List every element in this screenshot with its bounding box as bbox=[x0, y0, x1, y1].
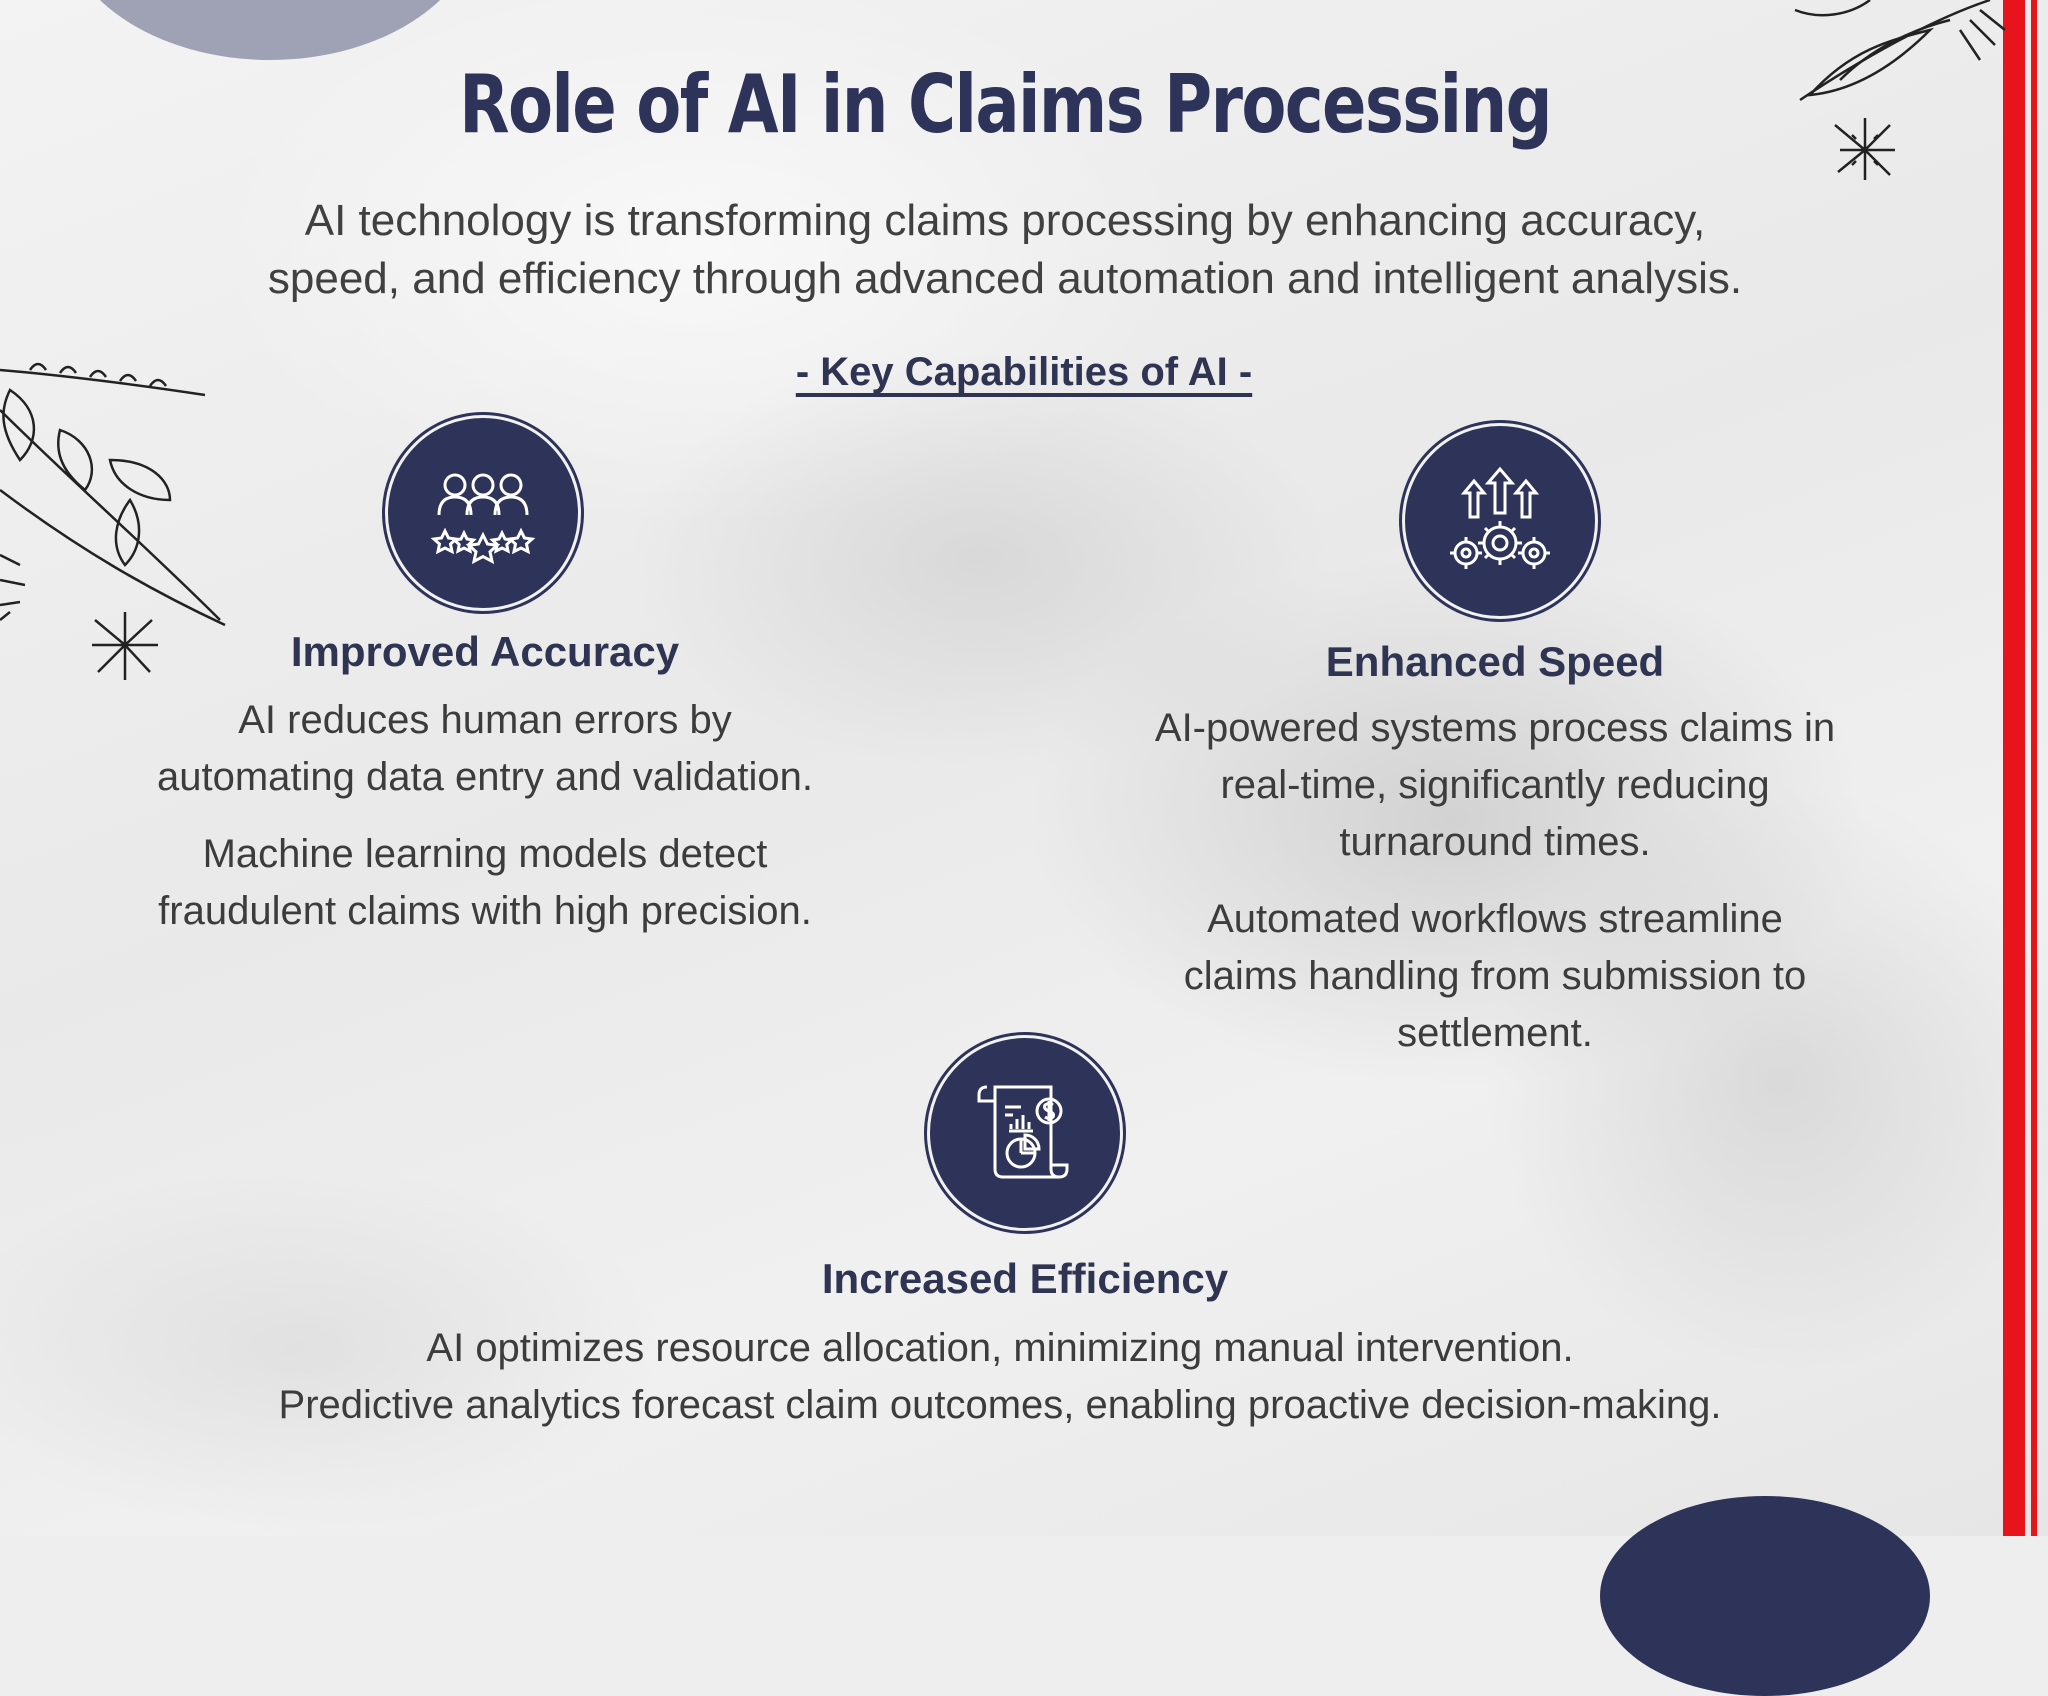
subtitle-line: AI technology is transforming claims pro… bbox=[304, 196, 1706, 245]
section-heading: - Key Capabilities of AI - bbox=[0, 350, 2048, 395]
textured-background bbox=[0, 0, 2048, 1536]
subtitle-line: speed, and efficiency through advanced a… bbox=[267, 254, 1743, 303]
gears-arrows-icon bbox=[1450, 466, 1550, 569]
capability-title-speed: Enhanced Speed bbox=[1325, 638, 1665, 685]
page-subtitle: AI technology is transforming claims pro… bbox=[150, 192, 1860, 308]
capability-text-efficiency: AI optimizes resource allocation, minimi… bbox=[80, 1320, 1920, 1434]
capability-text-speed: AI-powered systems process claims in rea… bbox=[1030, 700, 1960, 1082]
red-edge-bar bbox=[2003, 0, 2025, 1536]
people-rating-icon bbox=[430, 473, 536, 565]
red-edge-line bbox=[2031, 0, 2037, 1536]
capability-line: AI optimizes resource allocation, minimi… bbox=[426, 1326, 1574, 1370]
financial-report-icon bbox=[977, 1085, 1069, 1179]
capability-line: Predictive analytics forecast claim outc… bbox=[278, 1383, 1722, 1427]
botanical-sketch-left bbox=[0, 362, 226, 680]
section-heading-text: - Key Capabilities of AI - bbox=[795, 350, 1253, 394]
capability-paragraph: AI-powered systems process claims in rea… bbox=[1154, 706, 1836, 864]
capability-paragraph: Automated workflows streamline claims ha… bbox=[1183, 897, 1807, 1055]
capability-title-efficiency: Increased Efficiency bbox=[821, 1255, 1229, 1302]
botanical-sketch-top-right bbox=[1794, 0, 2006, 180]
capability-paragraph: AI reduces human errors by automating da… bbox=[157, 698, 813, 799]
capability-title-accuracy: Improved Accuracy bbox=[290, 628, 680, 675]
capability-paragraph: Machine learning models detect fraudulen… bbox=[158, 832, 812, 933]
accuracy-icon-badge bbox=[385, 415, 581, 611]
decorative-blob-bottom bbox=[1600, 1496, 1930, 1696]
capability-text-accuracy: AI reduces human errors by automating da… bbox=[50, 692, 920, 960]
page-title: Role of AI in Claims Processing bbox=[459, 58, 1552, 151]
speed-icon-badge bbox=[1402, 423, 1598, 619]
efficiency-icon-badge bbox=[927, 1035, 1123, 1231]
